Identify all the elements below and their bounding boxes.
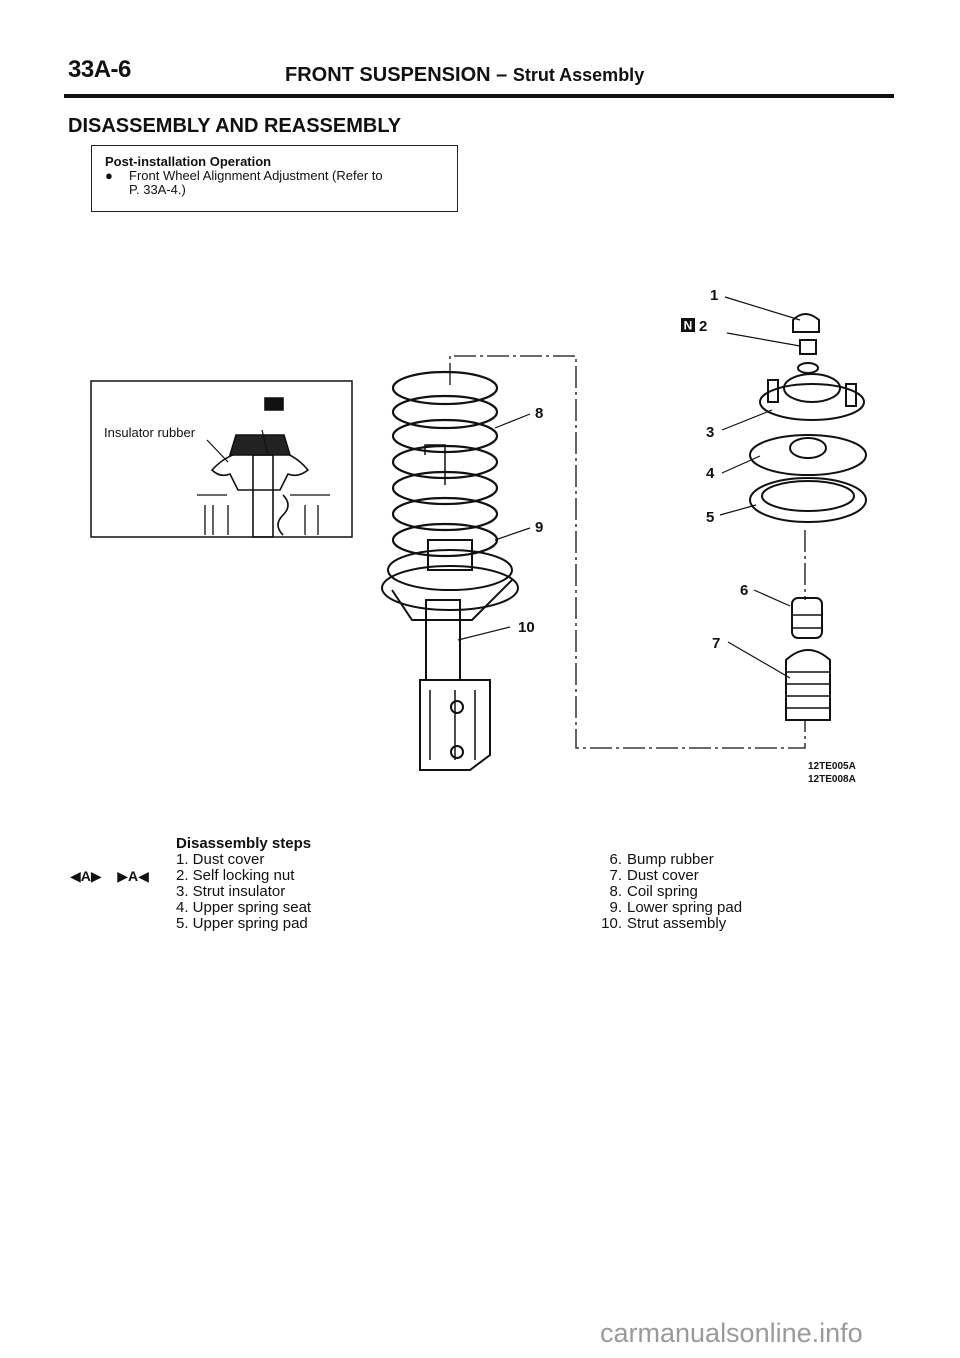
n-mark-letter: N (684, 319, 693, 333)
step-item: 8. Coil spring (594, 884, 742, 900)
step-label: Bump rubber (627, 851, 714, 868)
inset-label: Insulator rubber (104, 425, 196, 440)
page-title-main: FRONT SUSPENSION (285, 64, 491, 86)
callout-8: 8 (535, 405, 543, 422)
step-number: 8. (609, 883, 622, 900)
steps-list-right: 6. Bump rubber 7. Dust cover 8. Coil spring… (594, 852, 742, 932)
step-item: 2. Self locking nut (176, 867, 295, 884)
figure-codes: 12TE005A 12TE008A (808, 760, 856, 786)
step-item: 9. Lower spring pad (594, 900, 742, 916)
step-item: 10. Strut assembly (594, 916, 742, 932)
callout-1: 1 (710, 287, 718, 304)
upper-parts-drawing (749, 313, 867, 721)
callout-7: 7 (712, 635, 720, 652)
header-rule (64, 94, 894, 98)
coil-spring-drawing (391, 370, 499, 558)
step-number: 9. (609, 899, 622, 916)
step-number: 7. (609, 867, 622, 884)
step-item: 1. Dust cover (176, 851, 265, 868)
figure-code-1: 12TE005A (808, 761, 856, 772)
callout-3: 3 (706, 424, 714, 441)
step-item: 3. Strut insulator (176, 883, 286, 900)
step-label: Strut assembly (627, 915, 727, 932)
marker-b: ▶A◀ (117, 868, 149, 884)
title-dash: – (496, 64, 508, 86)
post-installation-item: ● Front Wheel Alignment Adjustment (Refer… (105, 169, 457, 183)
item-line-1: Front Wheel Alignment Adjustment (Refer … (129, 168, 383, 183)
callout-4: 4 (706, 465, 715, 482)
watermark: carmanualsonline.info (600, 1318, 863, 1348)
step-label: Coil spring (627, 883, 698, 900)
page-title: FRONT SUSPENSION – Strut Assembly (285, 64, 644, 87)
step-item: 7. Dust cover (594, 868, 742, 884)
callout-5: 5 (706, 509, 714, 526)
callout-2: 2 (699, 318, 707, 335)
leader-lines (457, 296, 801, 679)
step-item: 6. Bump rubber (594, 852, 742, 868)
figure-code-2: 12TE008A (808, 774, 856, 785)
item-line-2: P. 33A-4.) (129, 182, 186, 197)
bullet-icon: ● (105, 168, 113, 183)
inset-frame (90, 380, 353, 538)
callout-10: 10 (518, 619, 535, 636)
step-number: 10. (601, 915, 622, 932)
step-item: 5. Upper spring pad (176, 915, 308, 932)
step-item: 4. Upper spring seat (176, 899, 312, 916)
strut-body-drawing (381, 539, 519, 771)
n-mark-icon (681, 318, 695, 332)
step-label: Dust cover (627, 867, 699, 884)
insulator-inset-drawing (197, 397, 330, 538)
step-label: Lower spring pad (627, 899, 743, 916)
page-code: 33A-6 (68, 56, 131, 83)
post-installation-title: Post-installation Operation (105, 154, 272, 169)
group-bracket (449, 355, 806, 749)
steps-list-left: Disassembly steps 1. Dust cover 2. Self … (176, 836, 311, 932)
section-title: DISASSEMBLY AND REASSEMBLY (68, 115, 402, 137)
service-point-markers: ◀A▶ ▶A◀ (70, 868, 149, 885)
marker-a: ◀A▶ (70, 868, 102, 884)
callout-9: 9 (535, 519, 543, 536)
callout-6: 6 (740, 582, 748, 599)
steps-heading: Disassembly steps (176, 835, 312, 852)
step-number: 6. (609, 851, 622, 868)
strut-assembly-diagram: N 1 2 3 4 5 6 7 8 9 10 Insulator rubber (90, 287, 867, 771)
page-subtitle: Strut Assembly (512, 65, 645, 85)
post-installation-box: Post-installation Operation ● Front Wheel… (91, 145, 458, 212)
